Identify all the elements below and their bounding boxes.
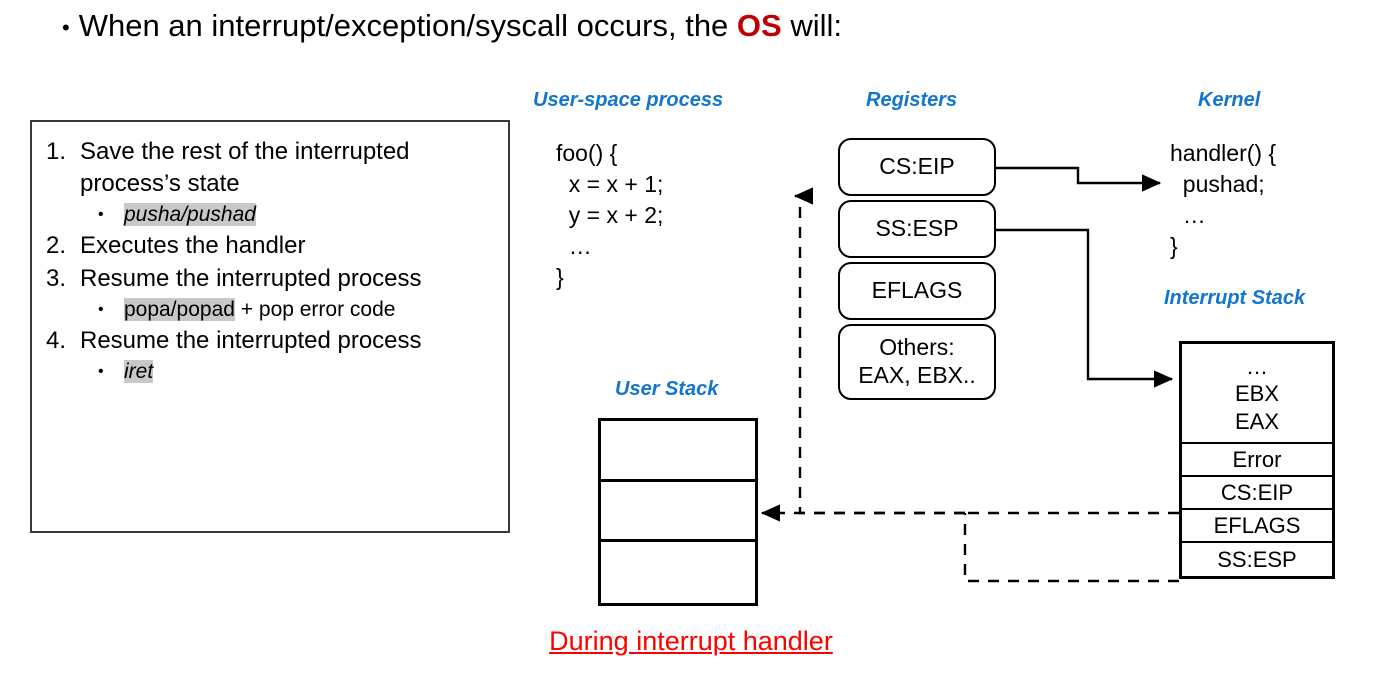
steps-panel: 1. Save the rest of the interrupted proce… [30, 120, 510, 533]
step-text: Resume the interrupted process [80, 327, 422, 355]
interrupt-stack-heading: Interrupt Stack [1164, 287, 1306, 309]
header-text-before: When an interrupt/exception/syscall occu… [78, 8, 737, 43]
sub-text: pusha/pushad [124, 201, 498, 228]
step-text: Resume the interrupted process [80, 265, 422, 293]
interrupt-stack-cell-line: EAX [1234, 408, 1280, 434]
register-label: EFLAGS [871, 277, 963, 304]
step-text: Save the rest of the interrupted process… [80, 138, 410, 197]
step-number: 1. [46, 138, 67, 165]
user-space-heading: User-space process [533, 89, 724, 111]
user-space-code: foo() { x = x + 1; y = x + 2; … } [556, 140, 664, 291]
register-label: SS:ESP [875, 215, 959, 242]
interrupt-stack-cell: Error [1182, 444, 1332, 477]
registers-heading: Registers [866, 89, 958, 111]
step-item: 3. Resume the interrupted process [46, 263, 498, 295]
kernel-heading: Kernel [1198, 89, 1261, 111]
sub-bullet-icon: • [98, 300, 104, 318]
step-item: 4. Resume the interrupted process [46, 325, 498, 357]
step-number: 2. [46, 232, 67, 260]
interrupt-stack-cell-line: EBX [1234, 381, 1280, 407]
step-sub-item: • pusha/pushad [46, 201, 498, 228]
slide-caption: During interrupt handler [0, 626, 1382, 657]
interrupt-stack-cell: EFLAGS [1182, 510, 1332, 543]
wire-stack-ssesp-to-user-stack [760, 504, 1179, 583]
interrupt-stack-cell-line: CS:EIP [1220, 479, 1294, 505]
wire-cseip-to-handler [996, 166, 1162, 192]
interrupt-stack-cell-line: EFLAGS [1213, 512, 1301, 538]
sub-text: popa/popad + pop error code [124, 296, 498, 323]
sub-bullet-icon: • [98, 363, 104, 381]
step-sub-item: • iret [46, 358, 498, 385]
sub-bullet-icon: • [98, 205, 104, 223]
header-emphasis-os: OS [736, 8, 782, 43]
register-box: CS:EIP [838, 138, 996, 196]
kernel-code: handler() { pushad; … } [1170, 140, 1277, 260]
register-box: EFLAGS [838, 262, 996, 320]
slide-header: • When an interrupt/exception/syscall occ… [62, 8, 1362, 44]
steps-list: 1. Save the rest of the interrupted proce… [46, 136, 498, 387]
code-highlight: popa/popad [124, 297, 235, 321]
user-stack-cell [601, 542, 755, 603]
header-text-after: will: [781, 8, 842, 43]
sub-text-after: + pop error code [234, 297, 396, 321]
interrupt-stack-cell: CS:EIP [1182, 477, 1332, 510]
interrupt-stack-cell-line: … [1246, 353, 1268, 379]
step-text: Executes the handler [80, 232, 306, 260]
header-bullet-icon: • [62, 14, 70, 40]
user-stack-cell [601, 421, 755, 482]
interrupt-stack-cell-line: Error [1232, 446, 1282, 472]
interrupt-stack-cell: SS:ESP [1182, 543, 1332, 576]
step-number: 4. [46, 327, 67, 355]
wire-ssesp-to-interrupt-stack [996, 228, 1174, 388]
slide-caption-text: During interrupt handler [549, 626, 833, 656]
user-stack-heading: User Stack [615, 378, 719, 400]
register-box: Others: EAX, EBX.. [838, 324, 996, 400]
code-highlight: iret [124, 360, 154, 384]
code-highlight: pusha/pushad [124, 202, 256, 226]
register-label: CS:EIP [879, 153, 955, 180]
step-item: 1. Save the rest of the interrupted proce… [46, 136, 498, 200]
register-box: SS:ESP [838, 200, 996, 258]
register-label: Others: EAX, EBX.. [858, 334, 976, 388]
user-stack-cell [601, 482, 755, 543]
step-sub-item: • popa/popad + pop error code [46, 296, 498, 323]
interrupt-stack-cell-line: SS:ESP [1217, 546, 1297, 572]
sub-text: iret [124, 358, 498, 385]
user-stack-box [598, 418, 758, 606]
step-item: 2. Executes the handler [46, 230, 498, 262]
step-number: 3. [46, 265, 67, 293]
